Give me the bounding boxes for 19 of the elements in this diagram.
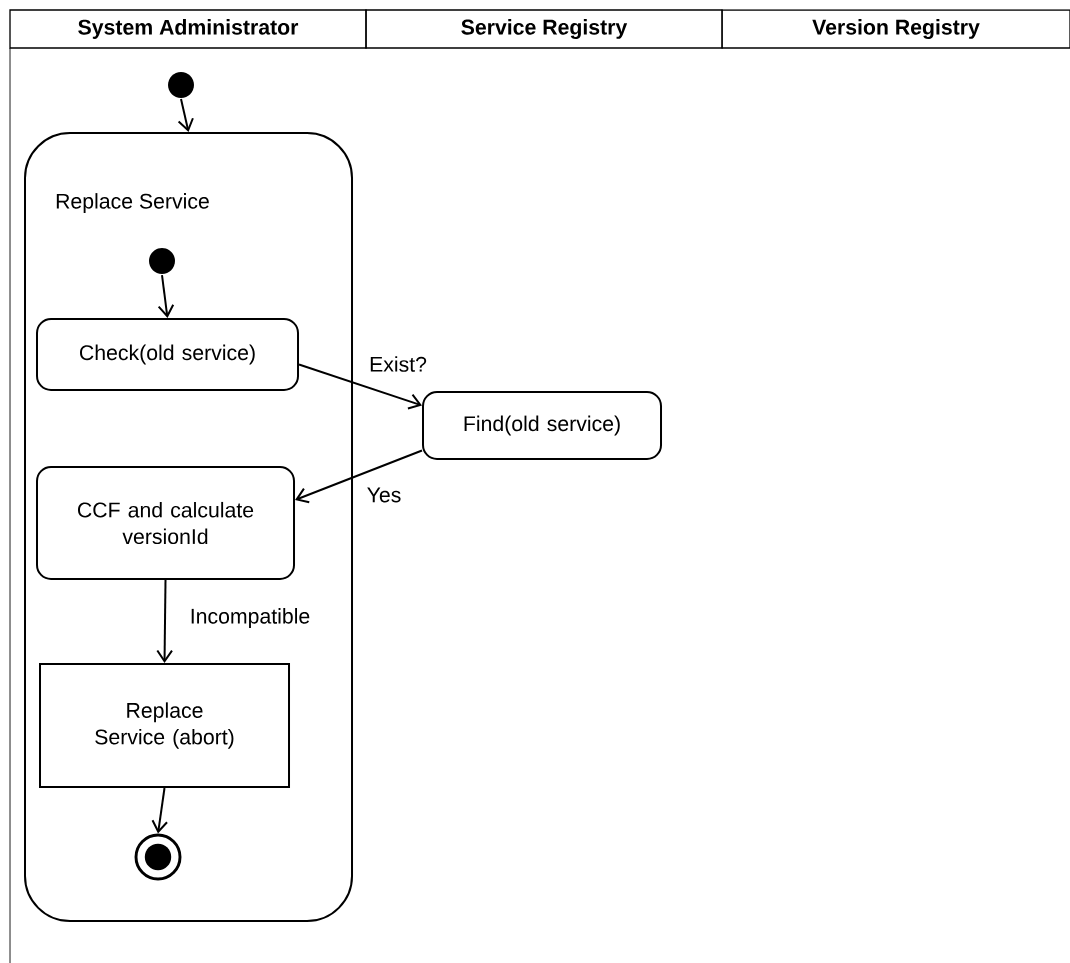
lane-header: System Administrator <box>9 9 367 49</box>
lane-header: Service Registry <box>365 9 723 49</box>
edge-label: Incompatible <box>188 606 312 630</box>
action-box: Find(old service) <box>422 391 662 460</box>
edge-label: Exist? <box>367 354 429 374</box>
arrow <box>151 787 168 834</box>
edge-label: Yes <box>365 486 403 504</box>
arrow <box>157 274 175 318</box>
action-box: Check(old service) <box>36 318 299 391</box>
action-box: CCF and calculate versionId <box>36 466 295 580</box>
start-dot <box>149 248 175 274</box>
arrow <box>298 363 422 410</box>
arrow <box>295 449 423 504</box>
arrow <box>156 579 173 663</box>
abort-box: Replace Service (abort) <box>39 663 290 788</box>
end-symbol <box>134 833 182 881</box>
start-dot <box>168 72 194 98</box>
lane-header: Version Registry <box>721 9 1070 49</box>
arrow <box>177 98 194 132</box>
